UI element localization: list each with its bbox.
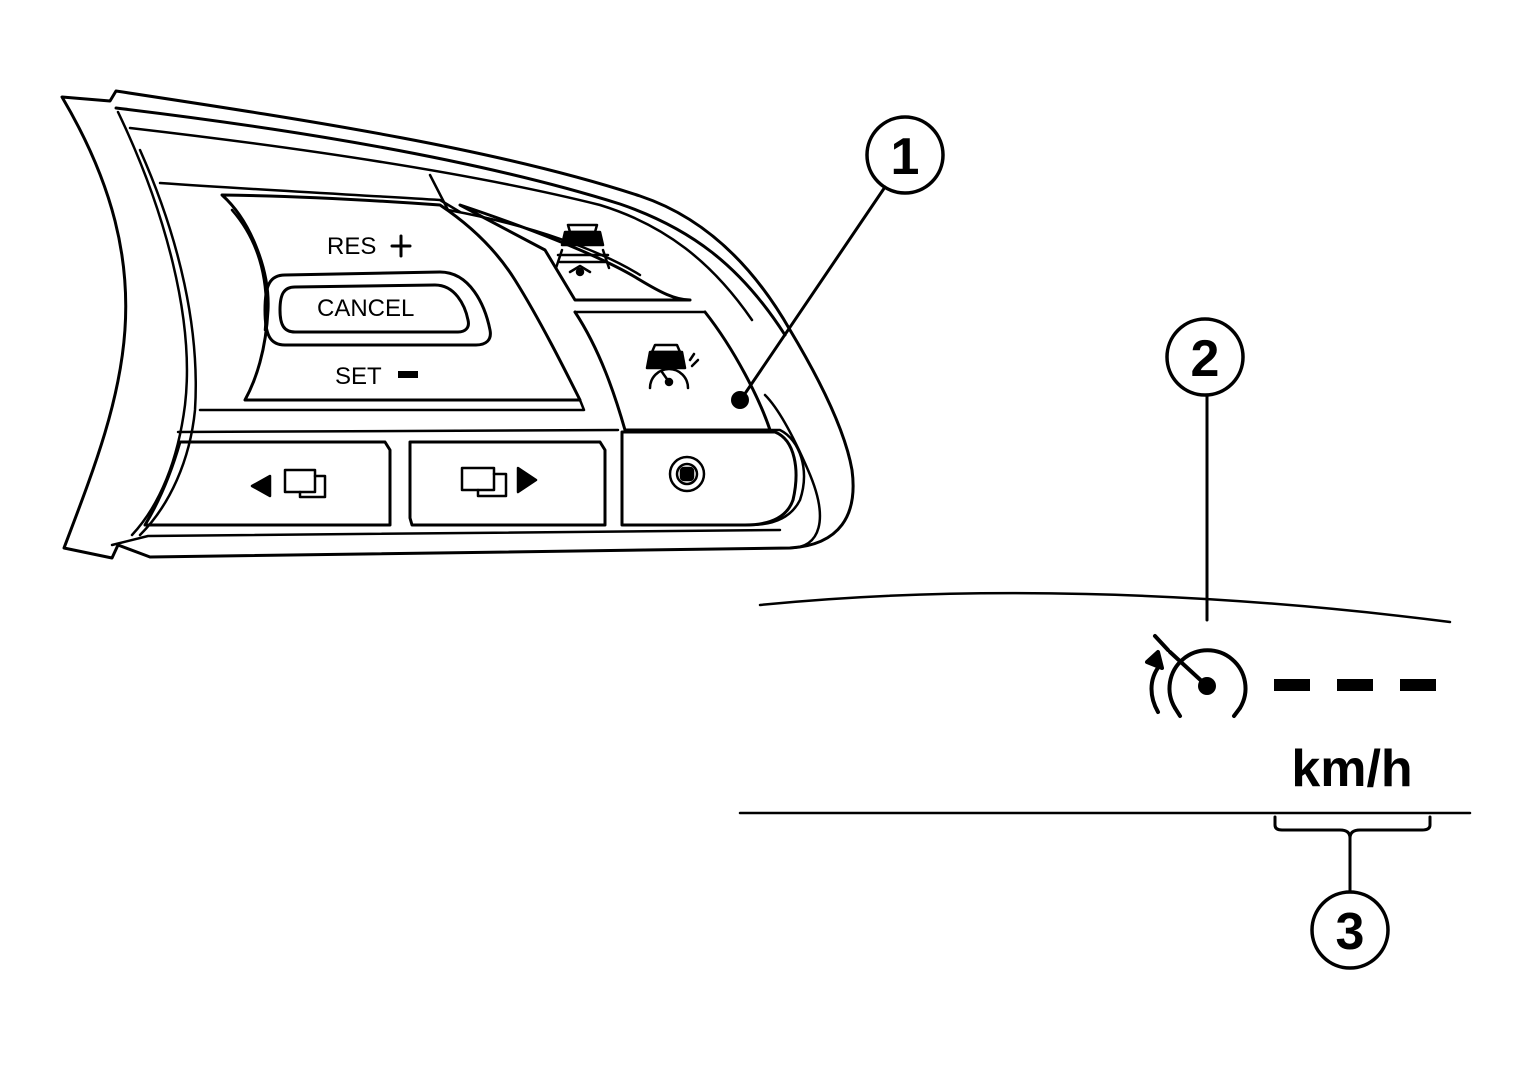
distance-button[interactable]	[573, 310, 772, 432]
res-set-rocker[interactable]	[220, 193, 582, 402]
display-labels: km/h - - -	[1291, 740, 1412, 798]
set-speed-dashes	[1274, 679, 1436, 691]
callout-numbers: 1 2 3	[891, 128, 1365, 961]
cancel-button-outer	[263, 270, 492, 347]
panel-inner-rim	[114, 106, 787, 337]
panel-housing	[60, 89, 855, 560]
callout-3-number: 3	[1336, 903, 1365, 961]
unit-label: km/h	[1291, 740, 1412, 798]
callout-1-circle	[865, 115, 945, 195]
callouts	[740, 115, 1390, 970]
plus-minus-marks	[390, 234, 418, 378]
prev-screen-icon	[250, 468, 327, 499]
prev-screen-button[interactable]	[143, 440, 392, 527]
distance-control-icon	[645, 343, 700, 390]
callout-2-number: 2	[1191, 330, 1220, 388]
lane-assist-icon	[554, 223, 611, 277]
cancel-button[interactable]	[278, 283, 470, 334]
cruise-control-icon	[1145, 634, 1248, 718]
meter-display	[738, 591, 1472, 840]
callout-2-circle	[1165, 317, 1245, 397]
driver-assist-icon	[668, 455, 706, 493]
next-screen-button[interactable]	[408, 440, 607, 527]
steering-switch-panel	[60, 89, 855, 560]
set-label: SET	[335, 363, 382, 390]
unit-bracket	[1273, 815, 1432, 840]
cancel-label: CANCEL	[317, 295, 414, 322]
callout-1-number: 1	[891, 128, 920, 186]
res-label: RES	[327, 233, 376, 260]
display-upper-edge	[758, 591, 1452, 624]
panel-labels: RES CANCEL SET	[317, 233, 414, 390]
next-screen-icon	[460, 466, 538, 498]
driver-assist-button[interactable]	[620, 430, 798, 527]
